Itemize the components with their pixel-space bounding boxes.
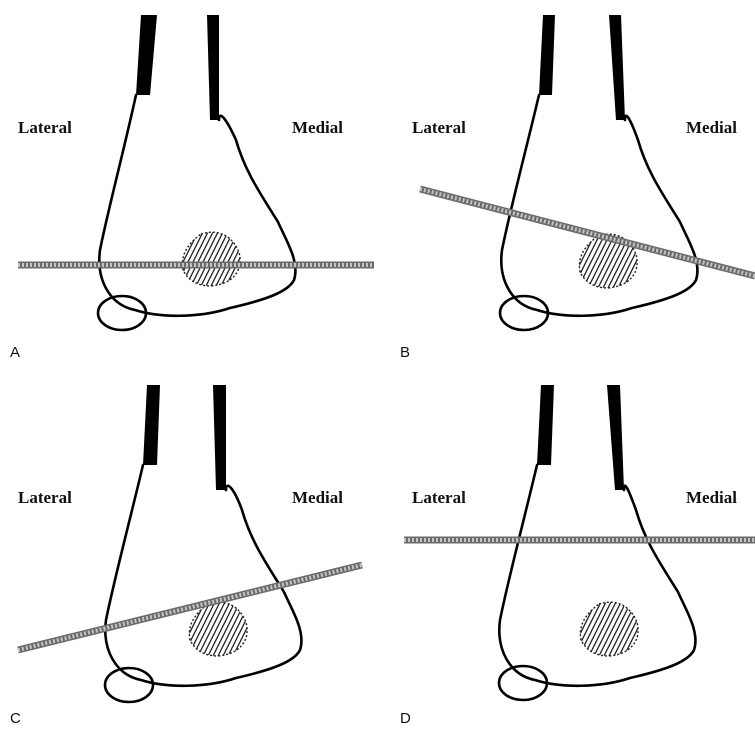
medial-cortex <box>207 15 219 120</box>
lateral-cortex <box>537 385 554 465</box>
lateral-cortex <box>539 15 555 95</box>
fibula-outline <box>105 668 153 702</box>
bone-outline <box>501 95 697 316</box>
medial-label: Medial <box>686 118 737 137</box>
lesion <box>166 226 271 286</box>
fibula-outline <box>500 296 548 330</box>
panel-b: Lateral Medial B <box>400 15 755 361</box>
lateral-label: Lateral <box>18 488 72 507</box>
fibula-outline <box>499 666 547 700</box>
panel-letter: D <box>400 710 411 727</box>
cutting-plane <box>18 565 362 650</box>
medial-cortex <box>609 15 625 120</box>
lateral-cortex <box>136 15 157 95</box>
bone-outline <box>499 465 695 686</box>
medial-label: Medial <box>686 488 737 507</box>
medial-cortex <box>607 385 624 490</box>
panel-c: Lateral Medial C <box>10 385 362 727</box>
panel-letter: A <box>10 344 20 361</box>
panel-letter: B <box>400 344 410 361</box>
lateral-label: Lateral <box>412 488 466 507</box>
medial-label: Medial <box>292 118 343 137</box>
panel-a: Lateral Medial A <box>10 15 374 361</box>
medial-cortex <box>213 385 226 490</box>
lateral-cortex <box>143 385 160 465</box>
panel-letter: C <box>10 710 21 727</box>
fibula-outline <box>98 296 146 330</box>
medial-label: Medial <box>292 488 343 507</box>
lateral-label: Lateral <box>18 118 72 137</box>
lesion <box>564 596 669 656</box>
lateral-label: Lateral <box>412 118 466 137</box>
cutting-plane <box>420 189 755 276</box>
panel-d: Lateral Medial D <box>400 385 755 727</box>
